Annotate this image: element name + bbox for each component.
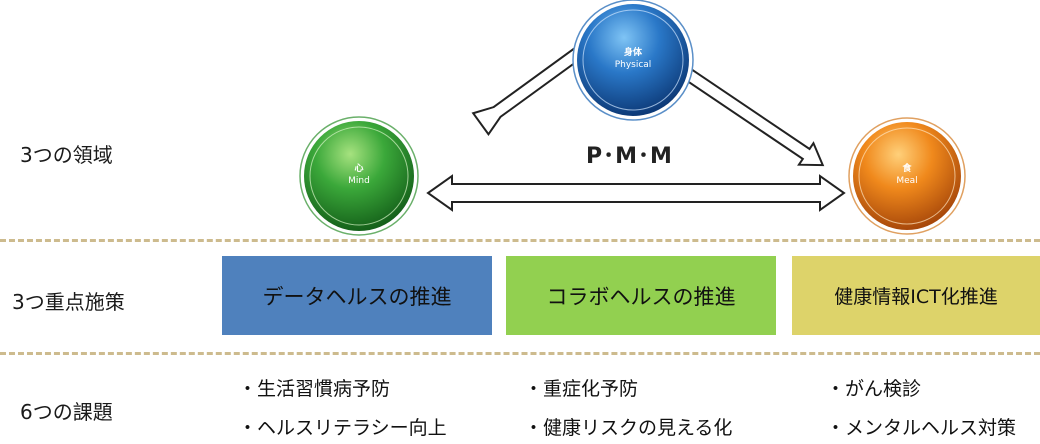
row-label-domains: 3つの領域 [20, 143, 113, 167]
meal-label: 食 Meal [847, 163, 967, 187]
physical-kanji: 身体 [623, 48, 642, 58]
mind-kanji: 心 [354, 164, 364, 174]
issue-1: ・生活習慣病予防 [238, 378, 391, 400]
physical-label: 身体 Physical [573, 47, 693, 71]
row-label-measures: 3つ重点施策 [12, 290, 125, 314]
mind-label: 心 Mind [299, 163, 419, 187]
policy-ict-label: 健康情報ICT化推進 [834, 286, 998, 308]
circle-meal [848, 117, 966, 235]
divider-bottom [0, 352, 1040, 355]
issue-3: ・重症化予防 [524, 378, 639, 400]
policy-data-health: データヘルスの推進 [222, 256, 492, 335]
row-label-issues: 6つの課題 [20, 400, 113, 424]
physical-english: Physical [614, 60, 652, 70]
issue-6: ・メンタルヘルス対策 [826, 417, 1017, 439]
mind-english: Mind [348, 176, 370, 186]
divider-top [0, 239, 1040, 242]
issue-4: ・健康リスクの見える化 [524, 417, 733, 439]
policy-data-health-label: データヘルスの推進 [262, 284, 452, 309]
pmm-diagram [299, 0, 966, 236]
issue-5: ・がん検診 [826, 378, 922, 400]
arrow-mind-meal [426, 174, 846, 212]
issue-2: ・ヘルスリテラシー向上 [238, 417, 447, 439]
meal-english: Meal [896, 176, 918, 186]
policy-ict: 健康情報ICT化推進 [792, 256, 1040, 335]
meal-kanji: 食 [902, 164, 912, 174]
policy-collab-health-label: コラボヘルスの推進 [546, 284, 736, 309]
circle-physical [572, 0, 694, 121]
policy-collab-health: コラボヘルスの推進 [506, 256, 776, 335]
circle-mind [299, 116, 419, 236]
pmm-center-label: P･M･M [586, 144, 673, 169]
